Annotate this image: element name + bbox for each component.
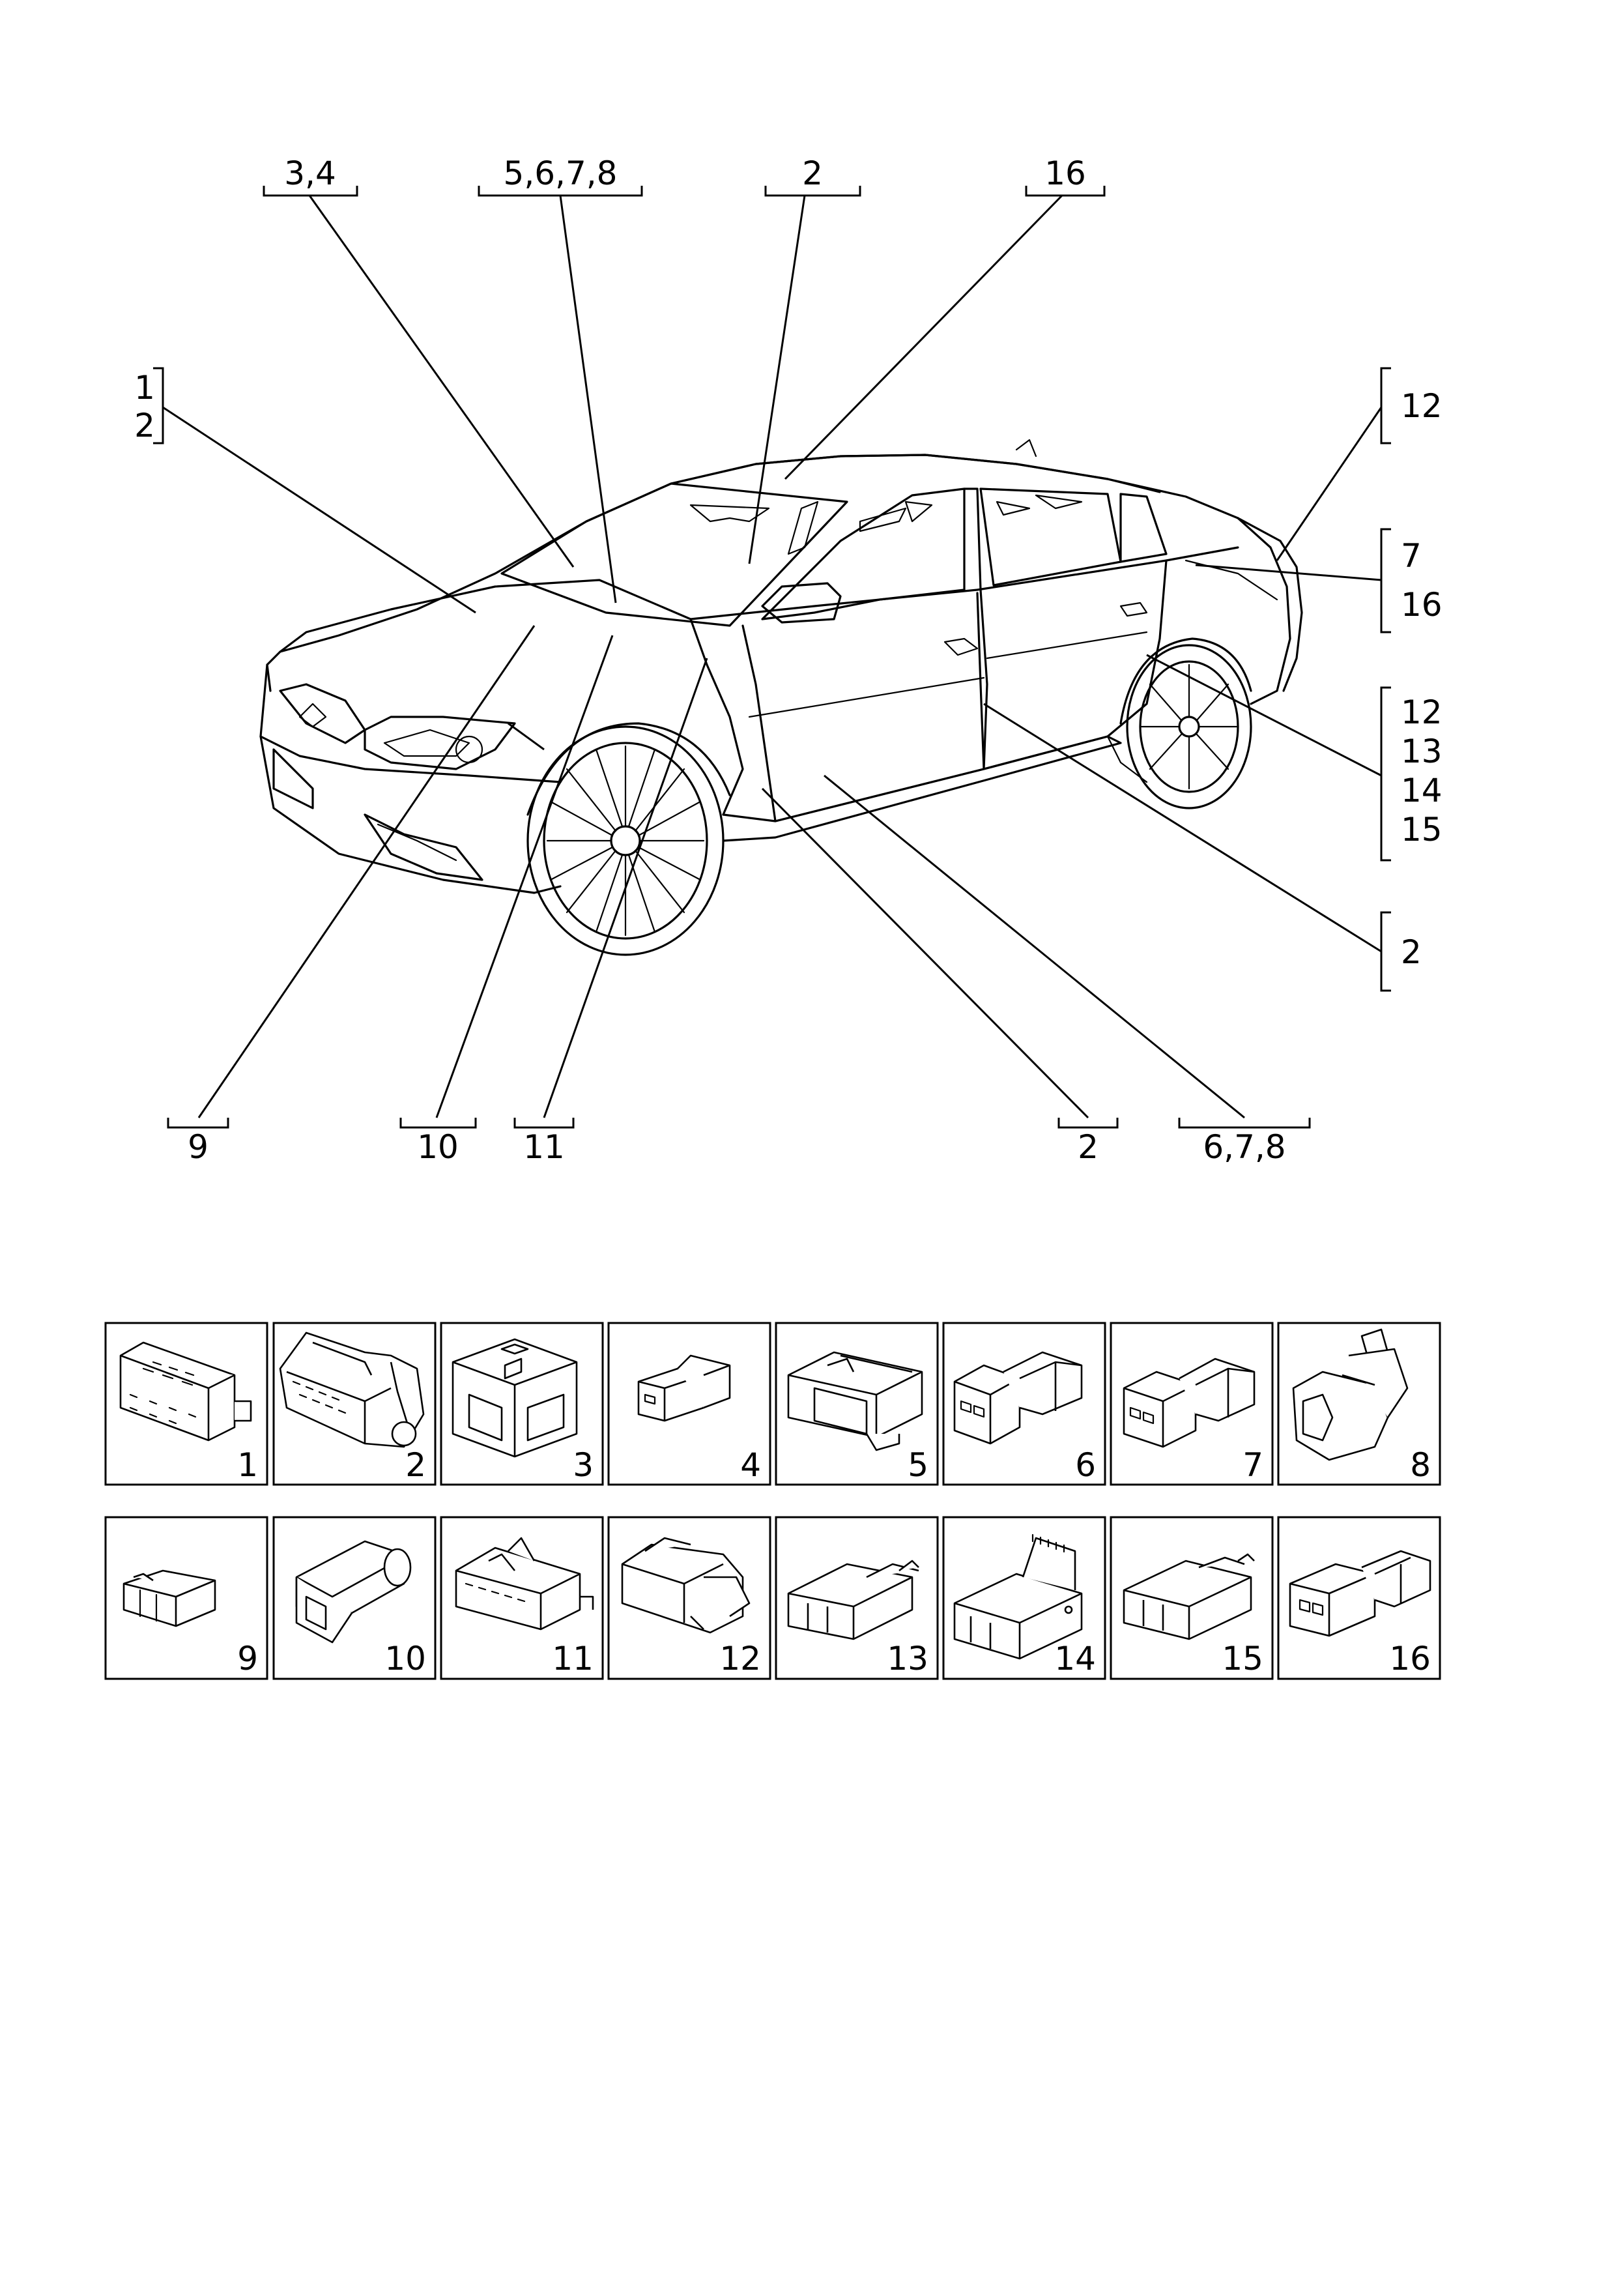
connector-8-icon [1292, 1328, 1409, 1461]
connector-cell-13: 13 [775, 1516, 939, 1680]
leader-lines [153, 186, 1391, 1129]
callout-bottom-2: 10 [417, 1128, 459, 1166]
connector-cell-15: 15 [1110, 1516, 1274, 1680]
callout-right-c-2: 13 [1401, 733, 1443, 770]
connector-label-3: 3 [573, 1446, 594, 1484]
connector-label-16: 16 [1389, 1640, 1431, 1678]
connector-cell-7: 7 [1110, 1322, 1274, 1486]
connector-cell-4: 4 [607, 1322, 771, 1486]
connector-10-icon [295, 1540, 412, 1644]
connector-cell-9: 9 [104, 1516, 268, 1680]
callout-top-2: 5,6,7,8 [504, 154, 618, 192]
callout-top-4: 16 [1044, 154, 1086, 192]
callout-right-b-1: 7 [1401, 537, 1422, 575]
connector-cell-1: 1 [104, 1322, 268, 1486]
car-illustration [259, 439, 1303, 956]
rear-wheel-spokes [1140, 663, 1238, 790]
connector-label-9: 9 [237, 1640, 258, 1678]
callout-right-c-4: 15 [1401, 811, 1443, 849]
callout-top-1: 3,4 [284, 154, 336, 192]
connector-11-icon [455, 1537, 594, 1631]
front-wheel-spokes [546, 745, 705, 937]
connector-label-7: 7 [1242, 1446, 1263, 1484]
connector-label-4: 4 [740, 1446, 761, 1484]
connector-cell-6: 6 [942, 1322, 1106, 1486]
callout-right-a-1: 12 [1401, 387, 1443, 425]
connector-label-2: 2 [405, 1446, 426, 1484]
connector-label-1: 1 [237, 1446, 258, 1484]
connector-12-icon [621, 1537, 751, 1634]
connector-6-icon [953, 1351, 1083, 1445]
connector-label-10: 10 [384, 1640, 426, 1678]
connector-label-11: 11 [552, 1640, 594, 1678]
callout-right-b-2: 16 [1401, 586, 1443, 624]
connector-label-12: 12 [719, 1640, 761, 1678]
connector-grid: 1 2 3 [104, 1322, 1441, 1680]
connector-cell-8: 8 [1277, 1322, 1441, 1486]
connector-15-icon [1123, 1553, 1255, 1640]
callout-right-c-1: 12 [1401, 693, 1443, 731]
connector-label-5: 5 [908, 1446, 928, 1484]
callout-bottom-1: 9 [188, 1128, 208, 1166]
connector-4-icon [637, 1354, 731, 1422]
connector-cell-5: 5 [775, 1322, 939, 1486]
connector-13-icon [787, 1560, 919, 1640]
connector-3-icon [452, 1338, 578, 1458]
connector-cell-10: 10 [272, 1516, 437, 1680]
connector-9-icon [122, 1569, 216, 1627]
connector-cell-14: 14 [942, 1516, 1106, 1680]
callout-labels: 3,4 5,6,7,8 2 16 1 2 12 7 16 12 13 14 15… [134, 154, 1443, 1166]
connector-1-icon [119, 1341, 252, 1442]
connector-cell-3: 3 [440, 1322, 604, 1486]
connector-16-icon [1289, 1550, 1431, 1637]
connector-label-14: 14 [1054, 1640, 1096, 1678]
callout-bottom-5: 6,7,8 [1203, 1128, 1285, 1166]
callout-right-c-3: 14 [1401, 772, 1443, 809]
connector-label-15: 15 [1222, 1640, 1263, 1678]
connector-5-icon [787, 1351, 923, 1451]
connector-label-6: 6 [1075, 1446, 1096, 1484]
connector-label-8: 8 [1410, 1446, 1431, 1484]
callout-right-d-1: 2 [1401, 933, 1422, 971]
callout-left-1: 1 [134, 369, 155, 407]
connector-cell-16: 16 [1277, 1516, 1441, 1680]
callout-top-3: 2 [802, 154, 823, 192]
connector-cell-11: 11 [440, 1516, 604, 1680]
callout-bottom-4: 2 [1078, 1128, 1099, 1166]
connector-7-icon [1123, 1358, 1256, 1448]
connector-label-13: 13 [887, 1640, 928, 1678]
callout-left-2: 2 [134, 407, 155, 444]
connector-cell-12: 12 [607, 1516, 771, 1680]
callout-bottom-3: 11 [523, 1128, 565, 1166]
connector-2-icon [279, 1331, 425, 1448]
connector-14-icon [953, 1533, 1083, 1660]
connector-cell-2: 2 [272, 1322, 437, 1486]
